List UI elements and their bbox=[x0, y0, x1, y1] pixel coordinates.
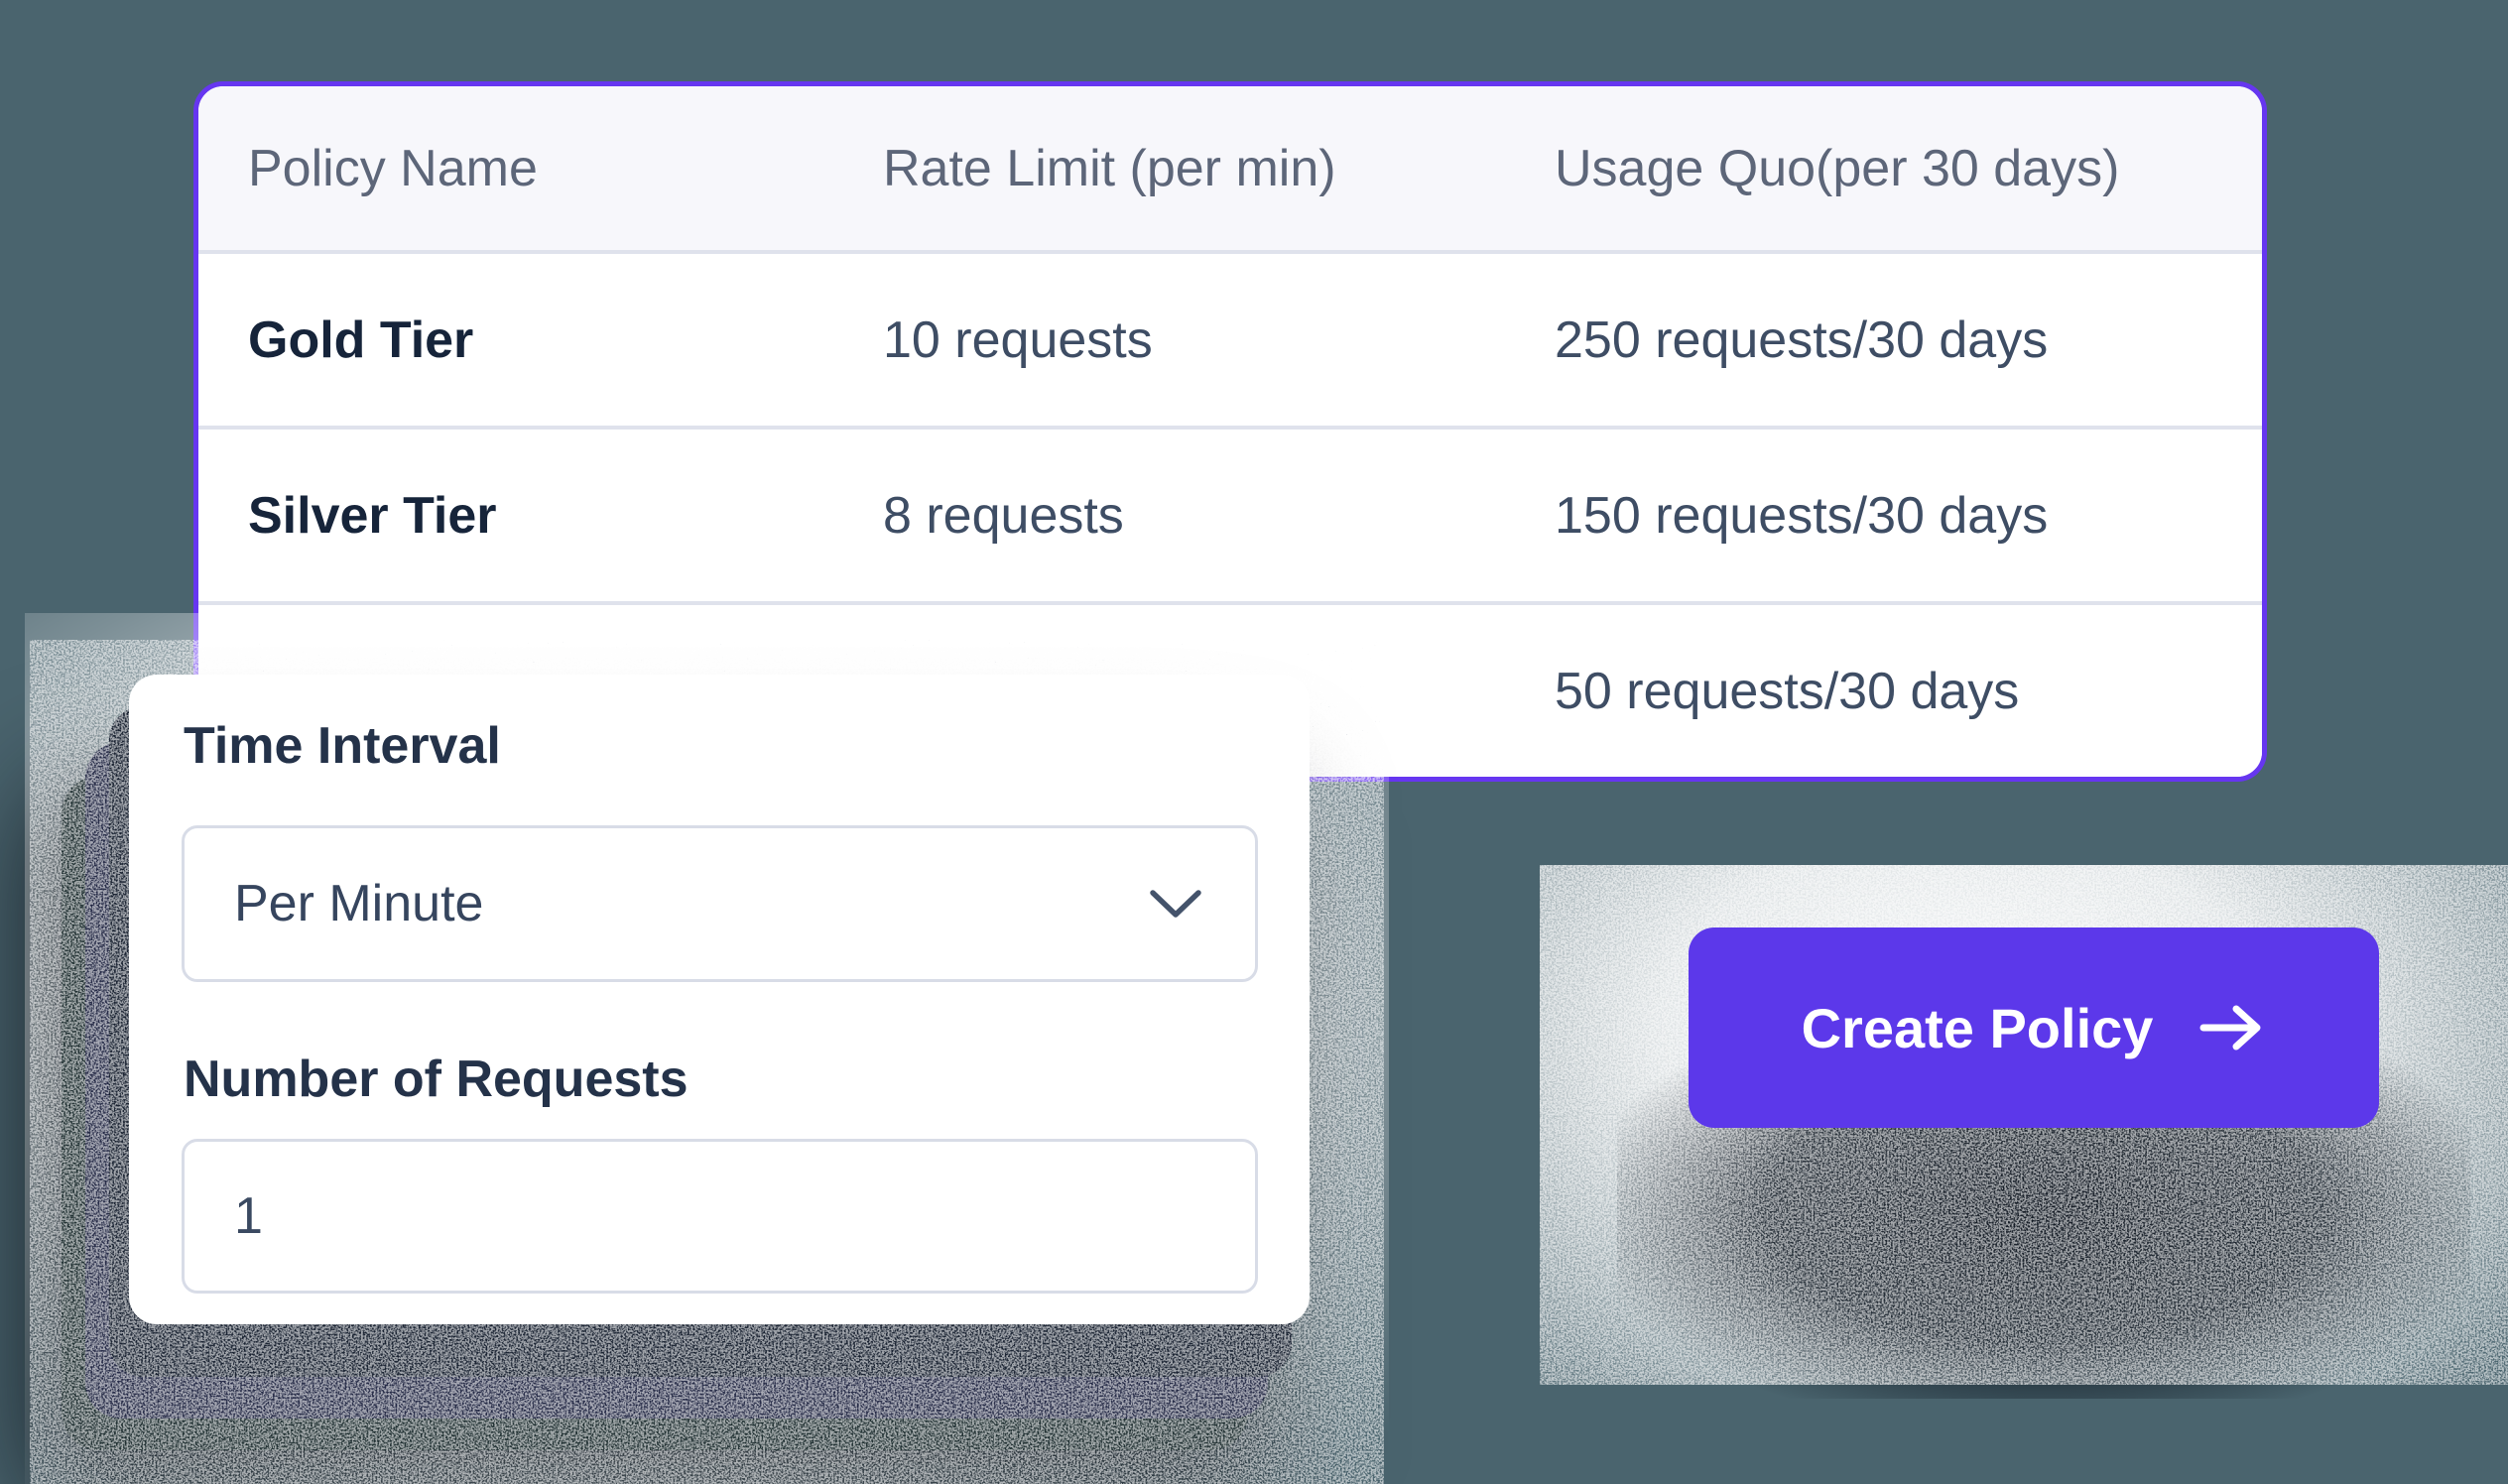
table-header-row: Policy Name Rate Limit (per min) Usage Q… bbox=[198, 86, 2262, 250]
create-policy-button[interactable]: Create Policy bbox=[1689, 928, 2379, 1128]
time-interval-select[interactable]: Per Minute bbox=[182, 825, 1258, 982]
column-header-rate-limit: Rate Limit (per min) bbox=[883, 139, 1336, 197]
rate-limit-cell: 10 requests bbox=[883, 310, 1153, 369]
number-of-requests-input[interactable] bbox=[182, 1139, 1258, 1294]
time-interval-label: Time Interval bbox=[184, 717, 501, 775]
table-row: Silver Tier 8 requests 150 requests/30 d… bbox=[198, 426, 2262, 601]
column-header-policy-name: Policy Name bbox=[248, 139, 538, 197]
column-header-usage-quota: Usage Quo(per 30 days) bbox=[1555, 139, 2120, 197]
usage-quota-cell: 250 requests/30 days bbox=[1555, 310, 2049, 369]
policy-name-cell: Gold Tier bbox=[248, 310, 474, 369]
usage-quota-cell: 150 requests/30 days bbox=[1555, 486, 2049, 545]
usage-quota-cell: 50 requests/30 days bbox=[1555, 662, 2020, 720]
chevron-down-icon bbox=[1150, 890, 1201, 918]
rate-limit-cell: 8 requests bbox=[883, 486, 1124, 545]
number-of-requests-label: Number of Requests bbox=[184, 1051, 689, 1108]
create-policy-label: Create Policy bbox=[1801, 996, 2154, 1059]
table-row: Gold Tier 10 requests 250 requests/30 da… bbox=[198, 250, 2262, 426]
arrow-right-icon bbox=[2199, 1005, 2261, 1051]
time-interval-selected-value: Per Minute bbox=[234, 875, 484, 932]
policy-table: Policy Name Rate Limit (per min) Usage Q… bbox=[193, 81, 2267, 782]
policy-name-cell: Silver Tier bbox=[248, 486, 497, 545]
rate-limit-form-card: Time Interval Per Minute Number of Reque… bbox=[129, 675, 1310, 1324]
